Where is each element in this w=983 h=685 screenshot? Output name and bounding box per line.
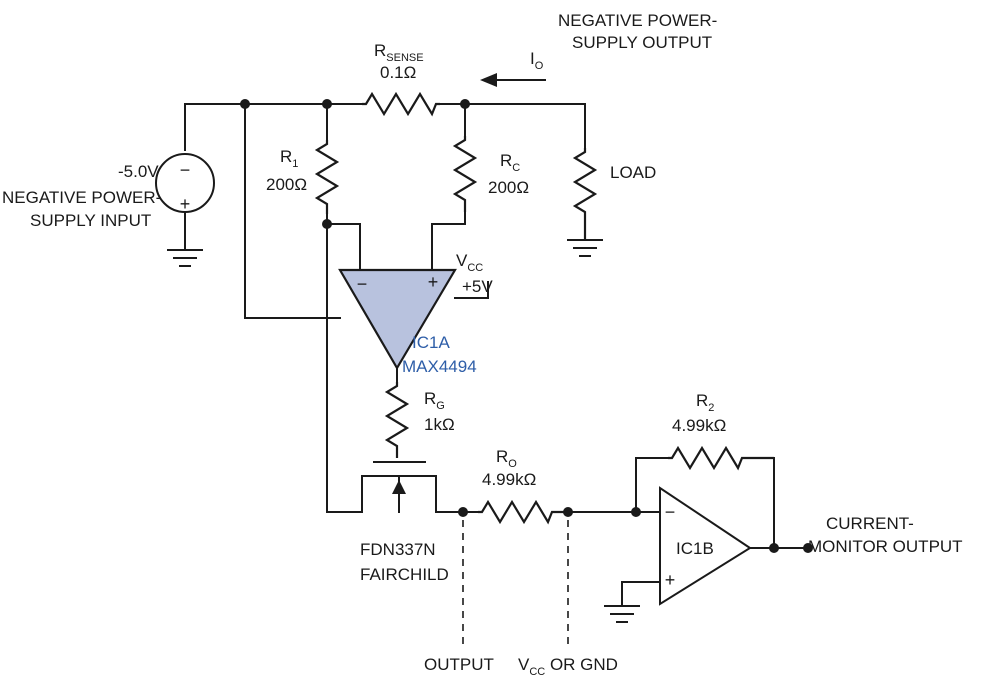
mosfet-manufacturer: FAIRCHILD (360, 565, 449, 584)
mosfet-part-number: FDN337N (360, 540, 436, 559)
neg-supply-input-label-1: NEGATIVE POWER- (2, 188, 161, 207)
neg-supply-output-label-1: NEGATIVE POWER- (558, 11, 717, 30)
rsense-label: RSENSE (374, 41, 424, 64)
ic1a-label: IC1A (412, 333, 450, 352)
neg-supply-input-label-2: SUPPLY INPUT (30, 211, 151, 230)
r2-label: R2 (696, 391, 714, 414)
neg-supply-input-voltage: -5.0V (118, 162, 159, 181)
ic1a-minus-sign: − (357, 274, 368, 294)
junction-dots (240, 99, 813, 553)
rsense-value: 0.1Ω (380, 63, 416, 82)
output-label: OUTPUT (424, 655, 494, 674)
rg-value: 1kΩ (424, 415, 455, 434)
mosfet-icon (326, 461, 464, 513)
rc-value: 200Ω (488, 178, 529, 197)
left-loop-wire (244, 103, 341, 319)
load-ground-icon (567, 239, 603, 257)
vcc-value: +5V (462, 277, 493, 296)
ic1b-label: IC1B (676, 539, 714, 558)
ic1b-minus-sign: − (665, 502, 676, 522)
ro-resistor (478, 499, 568, 525)
r2-resistor (668, 445, 774, 471)
r1-value: 200Ω (266, 175, 307, 194)
rc-label: RC (500, 151, 520, 174)
ro-label: RO (496, 447, 517, 470)
r2-value: 4.99kΩ (672, 416, 726, 435)
source-ground-icon (167, 249, 203, 267)
neg-supply-output-label-2: SUPPLY OUTPUT (572, 33, 712, 52)
ic1b-opamp (659, 486, 752, 606)
load-resistor (572, 148, 598, 240)
vcc-or-gnd-label: VCC OR GND (518, 655, 618, 678)
rg-label: RG (424, 389, 445, 412)
r1-resistor (314, 140, 340, 214)
io-label: IO (530, 49, 544, 72)
source-minus-sign: − (180, 160, 191, 180)
r1-label: R1 (280, 147, 298, 170)
rc-resistor (452, 136, 478, 212)
load-label: LOAD (610, 163, 656, 182)
source-plus-sign: + (180, 194, 191, 214)
ic1a-part-number: MAX4494 (402, 357, 477, 376)
ic1a-plus-sign: + (428, 272, 439, 292)
ic1b-ground-icon (604, 605, 640, 623)
ro-value: 4.99kΩ (482, 470, 536, 489)
io-arrow (480, 73, 546, 87)
rg-resistor (384, 382, 410, 458)
ic1b-plus-sign: + (665, 570, 676, 590)
ic1a-opamp (338, 268, 457, 371)
current-monitor-label-1: CURRENT- (826, 514, 914, 533)
rsense-resistor (362, 91, 440, 117)
vcc-label: VCC (456, 251, 483, 274)
current-monitor-label-2: MONITOR OUTPUT (808, 537, 963, 556)
